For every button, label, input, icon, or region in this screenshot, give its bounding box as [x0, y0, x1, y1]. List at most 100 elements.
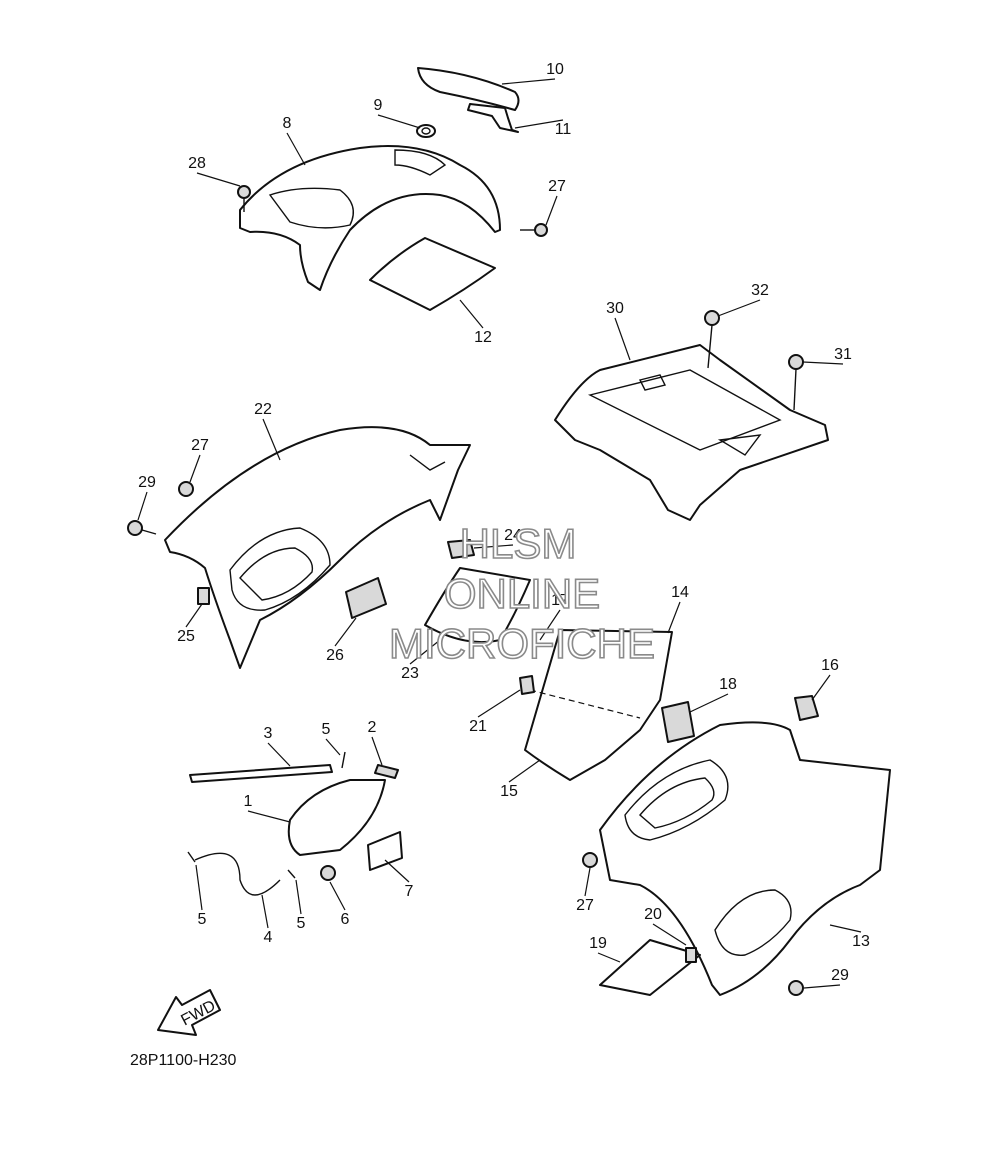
- callout-1: 1: [244, 793, 253, 810]
- callout-27: 27: [191, 437, 209, 454]
- callout-15: 15: [500, 783, 518, 800]
- fwd-arrow: FWD: [157, 989, 221, 1036]
- callout-30: 30: [606, 300, 624, 317]
- callout-7: 7: [405, 883, 414, 900]
- block-part-18: [661, 701, 695, 743]
- callout-17: 17: [551, 592, 569, 609]
- callout-4: 4: [264, 929, 273, 946]
- leader-line-9: [377, 114, 421, 129]
- leader-line-30: [614, 317, 631, 361]
- callout-3: 3: [264, 725, 273, 742]
- leader-line-2: [371, 736, 383, 766]
- callout-19: 19: [589, 935, 607, 952]
- callout-11: 11: [555, 121, 572, 138]
- callout-14: 14: [671, 584, 689, 601]
- leader-line-7: [384, 859, 410, 883]
- screw-part-29-right: [788, 980, 804, 996]
- clip-part-25: [197, 587, 210, 605]
- callout-5: 5: [297, 915, 306, 932]
- callout-28: 28: [188, 155, 206, 172]
- leader-line-14: [667, 601, 681, 634]
- clip-part-32: [704, 310, 720, 326]
- leader-line-13: [829, 924, 862, 933]
- block-part-26: [345, 577, 387, 619]
- leader-line-16: [811, 674, 831, 701]
- callout-31: 31: [834, 346, 852, 363]
- watermark-line-3: MICROFICHE: [389, 620, 655, 667]
- leader-lines: [137, 78, 862, 989]
- leader-line-29: [137, 491, 148, 521]
- right-cover-group: [519, 629, 891, 996]
- leader-line-32: [717, 299, 761, 317]
- block-part-24: [447, 539, 475, 559]
- leader-line-5: [295, 879, 302, 915]
- guard-part-1: [287, 779, 386, 856]
- leader-line-26: [334, 617, 357, 647]
- leader-line-1: [247, 810, 291, 823]
- pad-part-19: [599, 939, 701, 996]
- sheet-part-14: [524, 629, 673, 781]
- screw-part-29-left: [127, 520, 143, 536]
- callout-21: 21: [469, 718, 487, 735]
- block-part-21: [519, 675, 535, 695]
- sheet-part-23: [424, 567, 531, 644]
- callout-22: 22: [254, 401, 272, 418]
- leader-line-19: [597, 952, 621, 963]
- screw-part-28: [237, 185, 251, 199]
- frame-bracket-group: [554, 310, 829, 521]
- watermark-line-1: HLSM: [460, 520, 577, 567]
- leader-line-27: [584, 867, 591, 897]
- leader-line-25: [185, 603, 203, 628]
- screw-part-27-right: [582, 852, 598, 868]
- rear-fender-group: [237, 67, 548, 311]
- callout-32: 32: [751, 282, 769, 299]
- bracket-frame-part-30: [554, 344, 829, 521]
- rear-fender-part-8: [239, 145, 501, 291]
- leader-line-5: [325, 738, 341, 756]
- leader-line-8: [286, 132, 306, 166]
- screw-part-27-top: [534, 223, 548, 237]
- callout-10: 10: [546, 61, 564, 78]
- leader-line-24: [473, 544, 514, 549]
- leader-line-4: [261, 894, 269, 929]
- leader-line-10: [501, 78, 556, 85]
- cover-part-10: [417, 67, 520, 111]
- callout-26: 26: [326, 647, 344, 664]
- callout-8: 8: [283, 115, 292, 132]
- leader-line-21: [477, 689, 521, 718]
- leader-line-29: [803, 984, 841, 989]
- rod-part-3: [189, 764, 333, 783]
- leader-line-23: [409, 639, 441, 665]
- leader-line-12: [459, 299, 484, 329]
- clip-part-20: [685, 947, 697, 963]
- callout-20: 20: [644, 906, 662, 923]
- callout-24: 24: [504, 527, 522, 544]
- callout-12: 12: [474, 329, 492, 346]
- callout-23: 23: [401, 665, 419, 682]
- callout-27: 27: [576, 897, 594, 914]
- leader-line-31: [802, 361, 844, 365]
- diagram-code: 28P1100-H230: [130, 1052, 237, 1069]
- leader-line-18: [689, 693, 729, 713]
- leader-line-27: [545, 195, 558, 226]
- watermark-line-2: ONLINE: [444, 570, 600, 617]
- left-cover-group: [127, 426, 531, 669]
- leader-line-28: [196, 172, 241, 187]
- screw-part-31: [788, 354, 804, 370]
- leader-line-20: [652, 923, 687, 946]
- callout-16: 16: [821, 657, 839, 674]
- callout-9: 9: [374, 97, 383, 114]
- leader-line-22: [262, 418, 281, 461]
- screw-part-27-left: [178, 481, 194, 497]
- leader-line-3: [267, 742, 291, 767]
- callout-5: 5: [198, 911, 207, 928]
- pad-part-12: [369, 237, 496, 311]
- callout-25: 25: [177, 628, 195, 645]
- bolt-part-6: [320, 865, 336, 881]
- callout-13: 13: [852, 933, 870, 950]
- callout-27: 27: [548, 178, 566, 195]
- callout-18: 18: [719, 676, 737, 693]
- block-part-16: [794, 695, 819, 721]
- leader-line-15: [508, 759, 541, 783]
